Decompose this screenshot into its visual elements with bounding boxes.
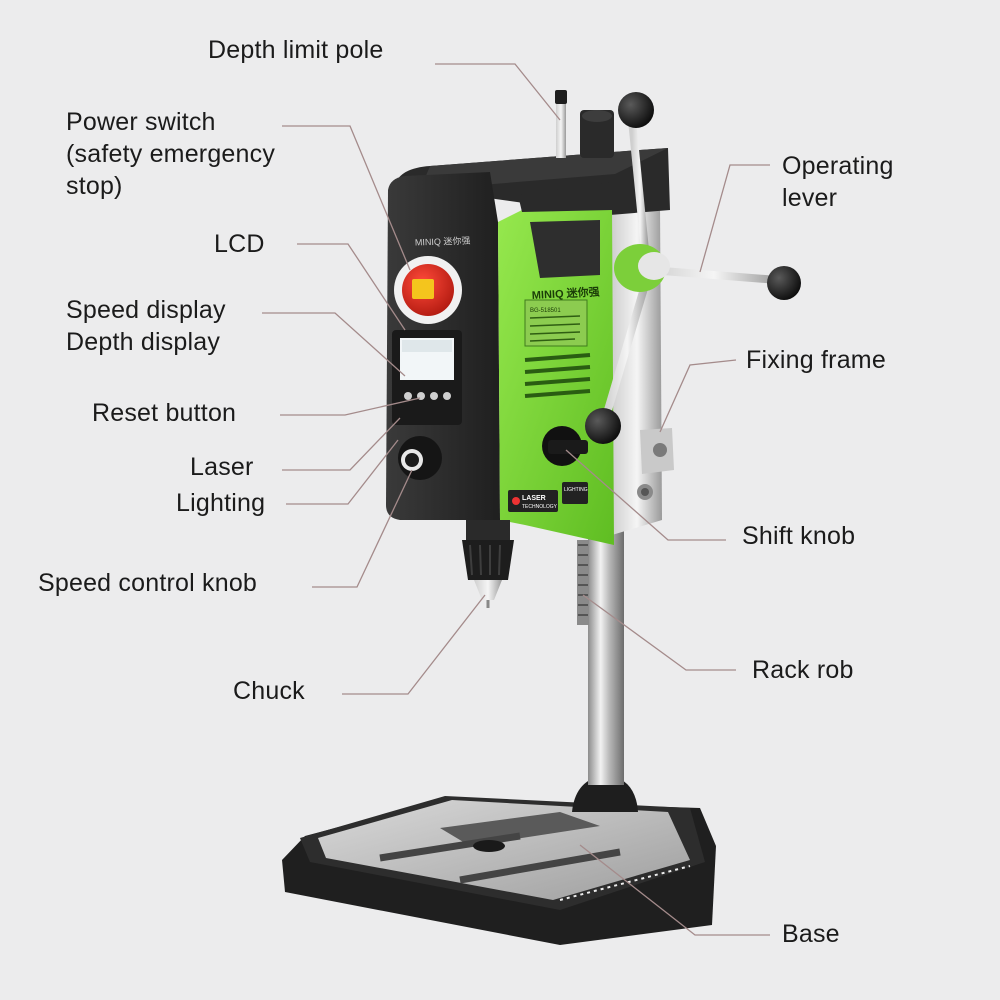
leader-operating-lever <box>699 164 770 273</box>
label-power-switch-line-3: stop) <box>66 172 123 200</box>
leader-rack-rob <box>582 594 736 671</box>
side-brand-mark: MINIQ 迷你强 <box>531 284 599 302</box>
leader-speed-control-knob <box>312 469 413 588</box>
leader-fixing-frame <box>659 359 737 433</box>
leader-lines <box>262 63 770 936</box>
brand-mark: MINIQ 迷你强 <box>415 235 471 248</box>
label-power-switch-line-2: (safety emergency <box>66 140 276 168</box>
leader-shift-knob <box>565 449 726 541</box>
laser-badge: LASER <box>522 495 546 502</box>
base-body <box>282 796 716 945</box>
leader-base <box>579 844 770 936</box>
leader-chuck <box>342 594 486 695</box>
label-base: Base <box>782 920 840 948</box>
label-reset-button: Reset button <box>92 399 237 427</box>
leader-depth-limit-pole <box>435 63 561 121</box>
label-lcd: LCD <box>214 230 265 258</box>
label-fixing-frame: Fixing frame <box>746 346 886 374</box>
label-operating-lever-line-2: lever <box>782 184 838 212</box>
leader-lighting <box>286 439 399 505</box>
label-power-switch: Power switch (safety emergency stop) <box>66 106 275 202</box>
column <box>572 505 638 812</box>
leader-reset-button <box>280 397 421 416</box>
label-operating-lever-line-1: Operating <box>782 152 894 180</box>
operating-lever <box>585 92 801 444</box>
laser-badge-sub: TECHNOLOGY <box>522 504 558 510</box>
depth-limit-pole <box>555 90 614 158</box>
chuck <box>462 520 514 608</box>
drill-head <box>386 148 670 545</box>
leader-speed-depth-display <box>262 312 406 377</box>
leader-lcd <box>297 243 406 331</box>
leader-laser <box>282 417 401 471</box>
label-operating-lever: Operating lever <box>782 150 894 214</box>
leader-power-switch <box>282 125 411 271</box>
label-rack-rob: Rack rob <box>752 656 854 684</box>
label-speed-display: Speed display <box>66 296 226 324</box>
label-speed-control-knob: Speed control knob <box>38 569 258 597</box>
label-laser: Laser <box>190 453 254 481</box>
label-power-switch-line-1: Power switch <box>66 108 216 136</box>
label-depth-display: Depth display <box>66 328 221 356</box>
label-chuck: Chuck <box>233 677 305 705</box>
lighting-badge: LIGHTING <box>564 487 588 493</box>
label-lighting: Lighting <box>176 489 266 517</box>
label-speed-depth-display: Speed display Depth display <box>66 294 226 358</box>
model-number: BG-518501 <box>530 308 561 314</box>
label-depth-limit-pole: Depth limit pole <box>208 36 384 64</box>
label-shift-knob: Shift knob <box>742 522 856 550</box>
